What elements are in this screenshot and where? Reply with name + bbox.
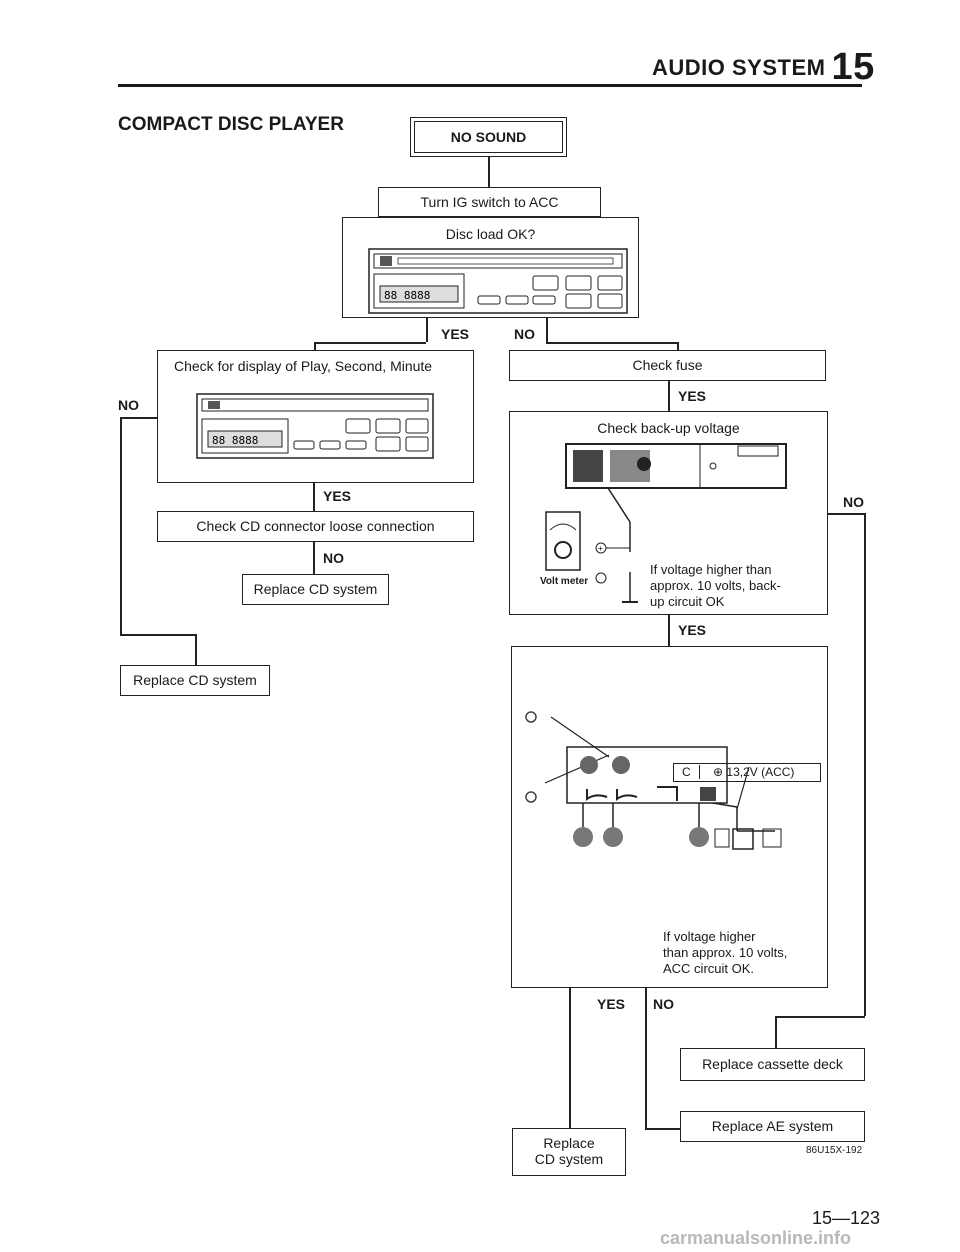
backup-note-line-1: If voltage higher than xyxy=(650,562,772,577)
replace-cassette-box: Replace cassette deck xyxy=(680,1048,865,1081)
turn-ig-label: Turn IG switch to ACC xyxy=(420,194,559,210)
no-label-right: NO xyxy=(843,494,864,510)
backup-voltage-illustration: + xyxy=(545,443,787,603)
connector-line xyxy=(569,988,571,1128)
check-display-label: Check for display of Play, Second, Minut… xyxy=(174,358,433,374)
cd-display-illustration: 88 8888 xyxy=(196,393,434,459)
watermark: carmanualsonline.info xyxy=(660,1228,852,1248)
yes-label-backup: YES xyxy=(678,622,707,638)
backup-note-line-2: approx. 10 volts, back- xyxy=(650,578,781,593)
check-fuse-label: Check fuse xyxy=(632,357,703,373)
replace-cd-box-1: Replace CD system xyxy=(242,574,389,605)
page-number: 15—123 xyxy=(812,1208,881,1228)
disc-load-label: Disc load OK? xyxy=(445,226,536,242)
replace-cd-label-1: Replace CD system xyxy=(253,581,378,597)
check-connector-label: Check CD connector loose connection xyxy=(196,518,435,534)
replace-cd-box-3: Replace CD system xyxy=(512,1128,626,1176)
no-sound-label: NO SOUND xyxy=(414,121,563,153)
svg-text:88 8888: 88 8888 xyxy=(212,434,258,447)
connector-line xyxy=(775,1016,865,1018)
connector-line xyxy=(313,542,315,574)
check-connector-box: Check CD connector loose connection xyxy=(157,511,474,542)
connector-line xyxy=(120,417,122,634)
acc-note: If voltage higher than approx. 10 volts,… xyxy=(663,929,823,977)
svg-text:+: + xyxy=(598,544,603,553)
connector-line xyxy=(120,417,157,419)
connector-line xyxy=(120,634,195,636)
connector-line xyxy=(488,157,490,187)
acc-note-line-1: If voltage higher xyxy=(663,929,756,944)
no-label-left: NO xyxy=(118,397,139,413)
acc-connector-illustration xyxy=(525,711,782,850)
acc-note-line-3: ACC circuit OK. xyxy=(663,961,755,976)
check-fuse-box: Check fuse xyxy=(509,350,826,381)
acc-voltage-label: ⊕ 13,2V (ACC) xyxy=(713,765,795,779)
header-rule xyxy=(118,84,862,87)
connector-line xyxy=(546,318,548,342)
yes-label-acc: YES xyxy=(597,996,626,1012)
section-title: AUDIO SYSTEM xyxy=(652,55,826,80)
yes-label: YES xyxy=(441,326,470,342)
connector-line xyxy=(195,634,197,665)
replace-cassette-label: Replace cassette deck xyxy=(702,1056,843,1072)
backup-note: If voltage higher than approx. 10 volts,… xyxy=(650,562,820,610)
connector-line xyxy=(677,342,679,350)
replace-ae-label: Replace AE system xyxy=(711,1118,834,1134)
connector-line xyxy=(668,381,670,411)
cd-player-illustration: 88 8888 xyxy=(368,248,628,314)
acc-connector-label-box: C ⊕ 13,2V (ACC) xyxy=(673,763,821,782)
svg-text:88 8888: 88 8888 xyxy=(384,289,430,302)
replace-cd-box-2: Replace CD system xyxy=(120,665,270,696)
volt-meter-label: Volt meter xyxy=(540,576,589,587)
acc-check-box: C ⊕ 13,2V (ACC) If voltage higher than a… xyxy=(511,646,828,988)
replace-cd-label-3a: Replace xyxy=(543,1135,595,1151)
chapter-number: 15 xyxy=(831,46,875,88)
figure-code: 86U15X-192 xyxy=(806,1145,863,1156)
acc-connector-letter: C xyxy=(674,765,700,779)
check-backup-box: Check back-up voltage + Volt meter If vo… xyxy=(509,411,828,615)
no-label: NO xyxy=(514,326,535,342)
replace-cd-label-2: Replace CD system xyxy=(133,672,257,688)
connector-line xyxy=(314,342,426,344)
connector-line xyxy=(828,513,864,515)
connector-line xyxy=(313,483,315,511)
connector-line xyxy=(645,988,647,1128)
check-display-box: Check for display of Play, Second, Minut… xyxy=(157,350,474,483)
connector-line xyxy=(546,342,677,344)
replace-cd-label-3b: CD system xyxy=(534,1151,604,1167)
replace-ae-box: Replace AE system xyxy=(680,1111,865,1142)
connector-line xyxy=(864,513,866,1016)
turn-ig-box: Turn IG switch to ACC xyxy=(378,187,601,217)
connector-line xyxy=(775,1016,777,1048)
connector-line xyxy=(314,342,316,350)
connector-line xyxy=(426,318,428,342)
connector-line xyxy=(645,1128,680,1130)
no-sound-box: NO SOUND xyxy=(410,117,567,157)
connector-line xyxy=(668,615,670,646)
section-title-cd: COMPACT DISC PLAYER xyxy=(118,114,344,135)
acc-note-line-2: than approx. 10 volts, xyxy=(663,945,788,960)
disc-load-box: Disc load OK? 88 8888 xyxy=(342,217,639,318)
backup-note-line-3: up circuit OK xyxy=(650,594,725,609)
no-label-3: NO xyxy=(323,550,344,566)
yes-label-fuse: YES xyxy=(678,388,707,404)
check-backup-label: Check back-up voltage xyxy=(597,420,740,436)
no-label-acc: NO xyxy=(653,996,674,1012)
yes-label-2: YES xyxy=(323,488,352,504)
